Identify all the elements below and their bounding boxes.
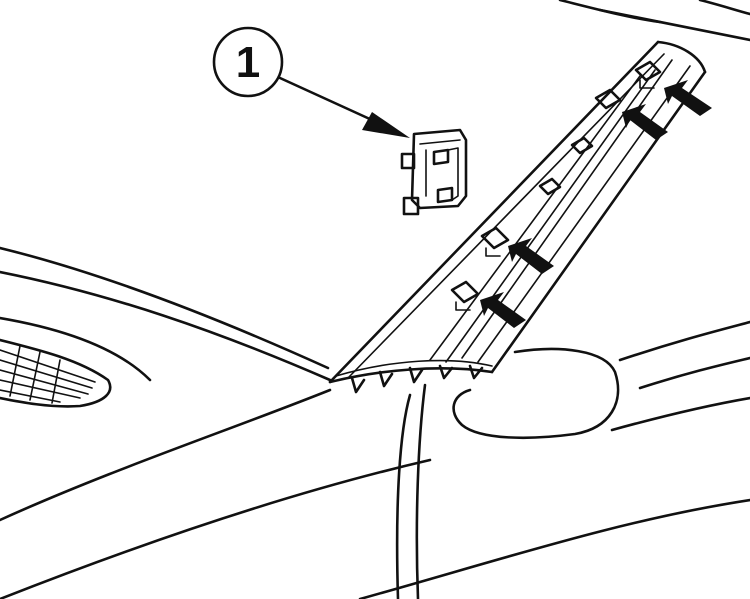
indicator-arrow: [480, 292, 526, 328]
indicator-arrow: [508, 238, 554, 274]
pillar-trim-panel: [328, 40, 707, 394]
callout-1: 1: [212, 26, 284, 98]
trim-clip: [450, 280, 480, 311]
indicator-arrow: [664, 80, 712, 116]
indicator-arrows: [480, 80, 712, 328]
trim-clips: [450, 60, 662, 311]
mirror-housing: [452, 347, 620, 440]
callout-leader: [278, 76, 410, 138]
trim-clip: [634, 60, 662, 89]
trim-clip: [480, 226, 510, 257]
indicator-arrow: [622, 104, 668, 140]
callout-number: 1: [236, 38, 260, 87]
pillar-post: [395, 383, 427, 599]
vent-grille: [0, 338, 112, 408]
trim-clip: [538, 177, 562, 196]
trim-clip: [570, 136, 594, 155]
clip-part: [400, 128, 468, 216]
trim-clip: [594, 88, 622, 110]
